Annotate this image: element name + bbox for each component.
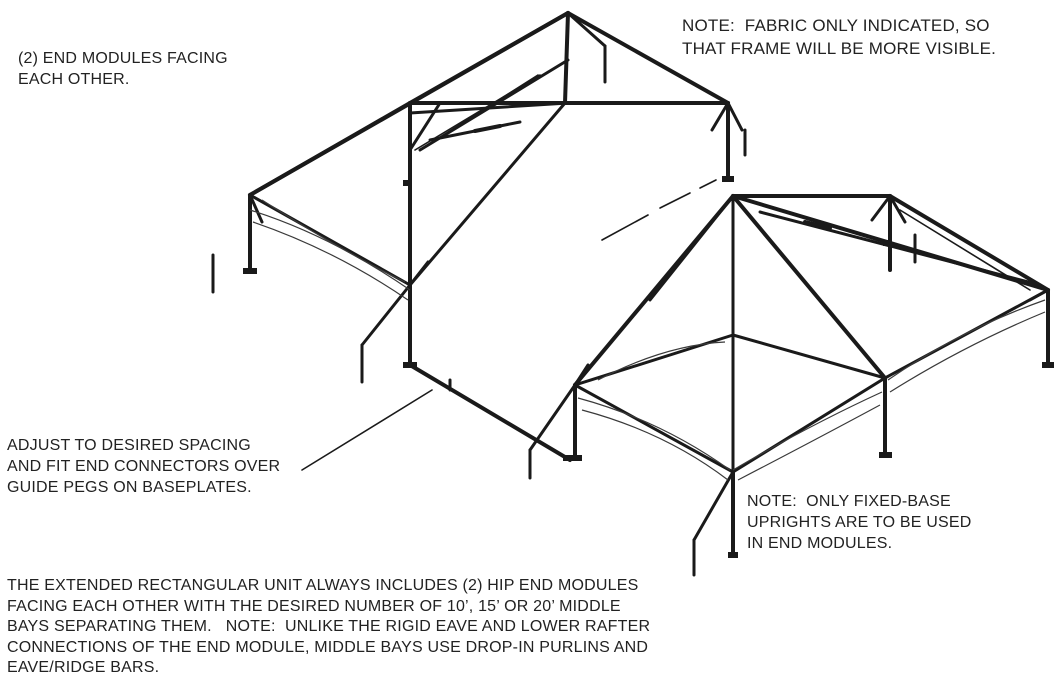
note-fabric-indicated: NOTE: FABRIC ONLY INDICATED, SO THAT FRA… — [682, 16, 997, 58]
right-module-fabric — [577, 299, 1046, 481]
right-module-purlins — [648, 194, 1042, 302]
right-module-hip-rafters — [573, 194, 1050, 474]
leader-lines — [301, 74, 717, 471]
right-module-eaves — [573, 194, 1050, 474]
right-module-braces — [528, 194, 1050, 542]
note-adjust-spacing: ADJUST TO DESIRED SPACING AND FIT END CO… — [7, 437, 281, 496]
note-end-modules: (2) END MODULES FACING EACH OTHER. — [18, 50, 228, 88]
leader-end-modules — [419, 74, 539, 151]
left-module-uprights — [211, 44, 747, 384]
right-module-uprights — [528, 194, 1054, 577]
leader-dash-1 — [601, 214, 649, 241]
base-beam — [408, 363, 577, 462]
right-end-module — [528, 194, 1054, 577]
left-module-braces — [248, 101, 744, 347]
leader-adjust-arrow — [301, 389, 433, 471]
leader-dash-3 — [699, 179, 717, 189]
left-module-fabric — [249, 199, 411, 301]
left-end-module — [211, 11, 747, 462]
left-module-purlins — [408, 58, 730, 287]
note-extended-unit: THE EXTENDED RECTANGULAR UNIT ALWAYS INC… — [7, 577, 651, 676]
note-fixed-base-uprights: NOTE: ONLY FIXED-BASE UPRIGHTS ARE TO BE… — [747, 493, 972, 552]
leader-dash-2 — [659, 192, 691, 209]
